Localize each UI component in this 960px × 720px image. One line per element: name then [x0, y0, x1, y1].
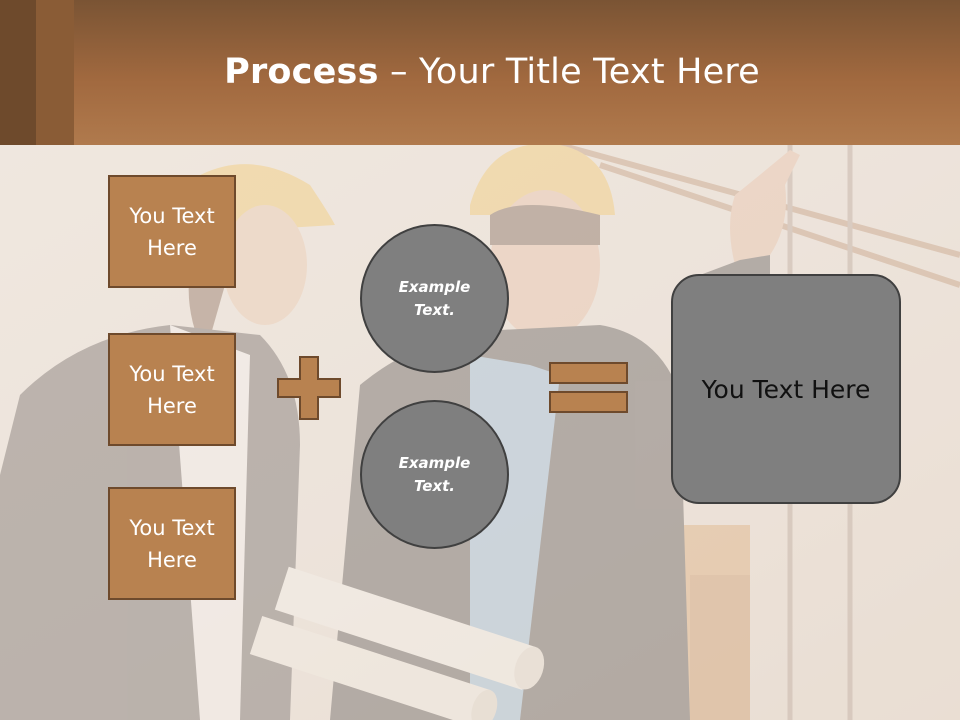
slide-title: Process – Your Title Text Here: [0, 52, 960, 92]
title-bold: Process: [224, 52, 379, 92]
equals-icon: [549, 362, 628, 413]
header-accent-dark: [0, 0, 36, 145]
slide-header: Process – Your Title Text Here: [0, 0, 960, 145]
title-rest: – Your Title Text Here: [378, 52, 760, 92]
plus-icon: [277, 356, 341, 420]
result-box: You Text Here: [671, 274, 901, 504]
result-label: You Text Here: [701, 374, 871, 404]
header-accent-mid: [36, 0, 74, 145]
